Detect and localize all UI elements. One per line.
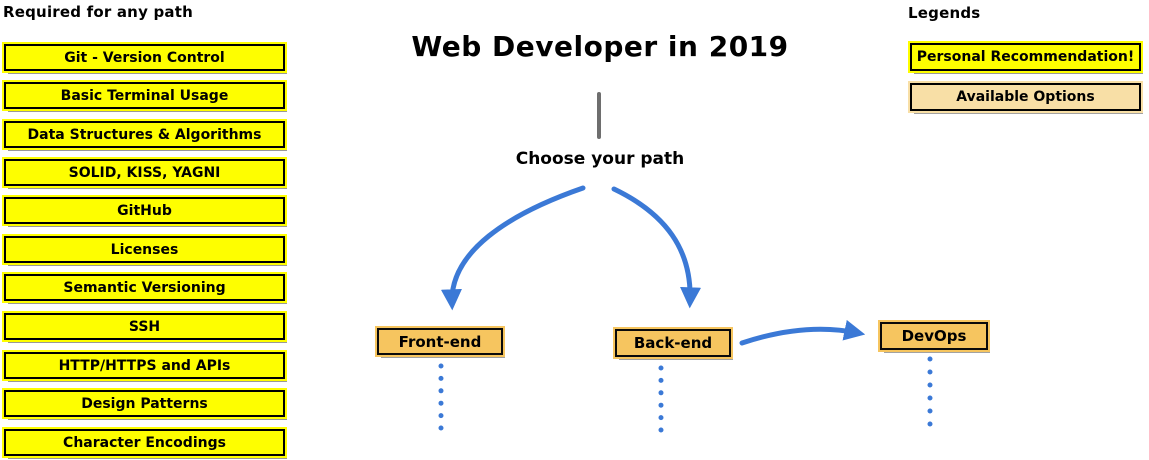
path-node-label: Front-end xyxy=(398,332,482,351)
required-item-git: Git - Version Control xyxy=(4,44,285,71)
path-node-label: Back-end xyxy=(633,334,713,352)
page-title: Web Developer in 2019 xyxy=(411,30,789,63)
required-item-char-encodings: Character Encodings xyxy=(4,429,285,456)
required-item-label: SOLID, KISS, YAGNI xyxy=(68,164,221,181)
legend-label: Available Options xyxy=(956,89,1095,105)
required-item-github: GitHub xyxy=(4,197,285,224)
required-item-licenses: Licenses xyxy=(4,236,285,263)
required-item-label: Semantic Versioning xyxy=(63,279,226,296)
arrow-to-frontend xyxy=(440,185,586,311)
choose-your-path-label: Choose your path xyxy=(515,149,685,169)
required-item-design-patterns: Design Patterns xyxy=(4,390,285,417)
legend-personal-recommendation: Personal Recommendation! xyxy=(910,43,1141,71)
path-node-backend: Back-end xyxy=(615,329,731,357)
required-item-label: Design Patterns xyxy=(81,395,208,412)
required-item-semver: Semantic Versioning xyxy=(4,274,285,301)
legend-label: Personal Recommendation! xyxy=(916,49,1135,65)
required-item-label: SSH xyxy=(128,318,161,335)
trunk-line xyxy=(597,92,601,139)
required-item-label: Basic Terminal Usage xyxy=(60,87,229,104)
legends-heading: Legends xyxy=(908,4,981,22)
arrow-to-backend xyxy=(611,186,702,309)
required-item-label: Data Structures & Algorithms xyxy=(27,126,262,143)
path-node-label: DevOps xyxy=(901,327,967,345)
required-item-label: Character Encodings xyxy=(63,434,226,451)
required-item-label: GitHub xyxy=(117,202,172,219)
path-node-devops: DevOps xyxy=(880,322,988,350)
required-item-ssh: SSH xyxy=(4,313,285,340)
required-item-label: Git - Version Control xyxy=(64,49,225,66)
required-item-label: Licenses xyxy=(110,241,179,258)
required-item-data-structures: Data Structures & Algorithms xyxy=(4,121,285,148)
required-item-http-apis: HTTP/HTTPS and APIs xyxy=(4,352,285,379)
legend-available-options: Available Options xyxy=(910,83,1141,111)
required-item-terminal: Basic Terminal Usage xyxy=(4,82,285,109)
required-section-heading: Required for any path xyxy=(3,3,193,21)
required-item-label: HTTP/HTTPS and APIs xyxy=(58,357,231,374)
path-node-frontend: Front-end xyxy=(377,328,503,355)
required-item-solid-kiss-yagni: SOLID, KISS, YAGNI xyxy=(4,159,285,186)
arrow-backend-to-devops xyxy=(739,319,866,346)
